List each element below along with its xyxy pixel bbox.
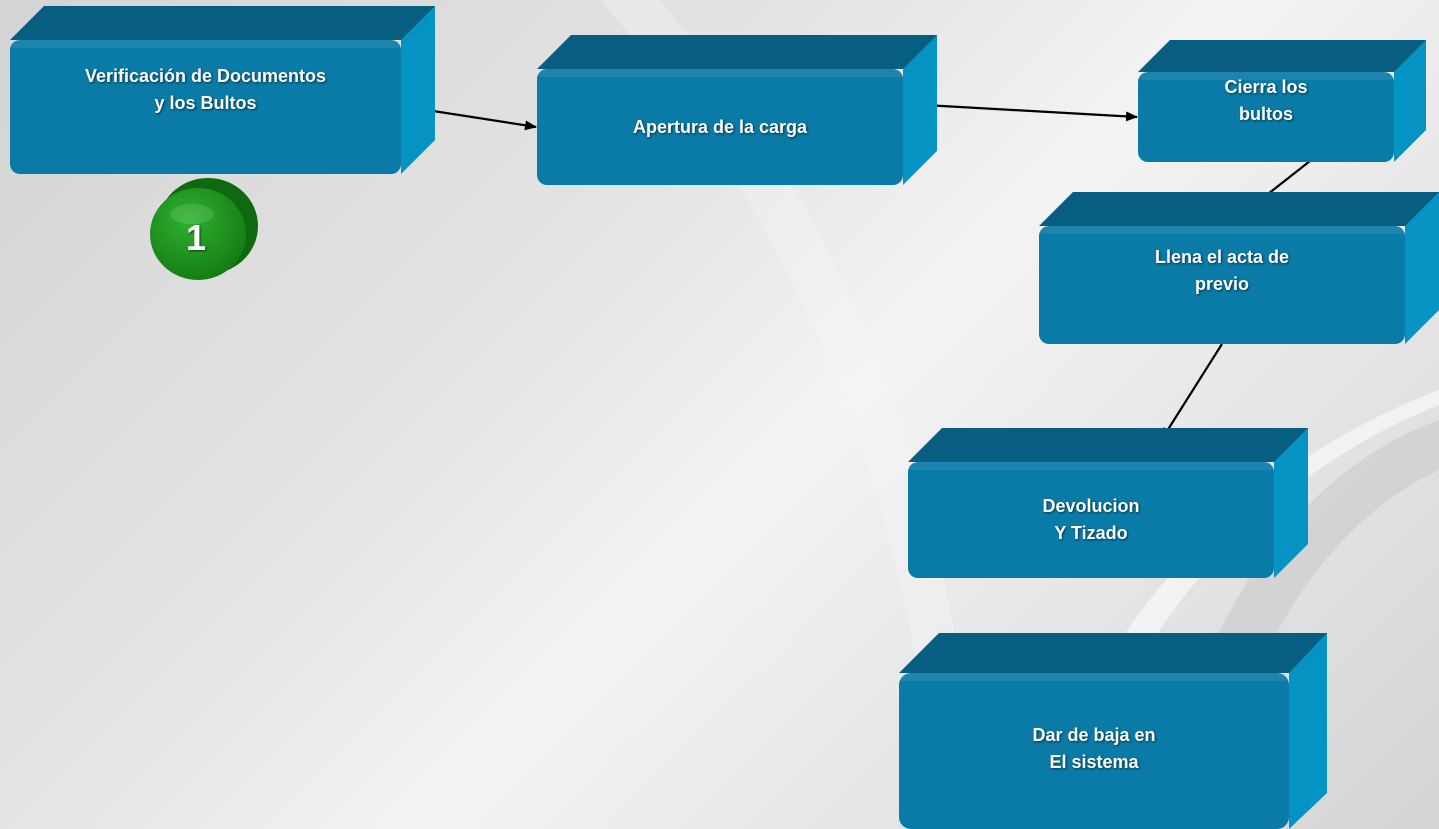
step-box-verificacion: Verificación de Documentos y los Bultos bbox=[10, 6, 435, 176]
step-label: Dar de baja en El sistema bbox=[1032, 725, 1156, 772]
step-box-devolucion: Devolucion Y Tizado bbox=[908, 428, 1308, 578]
step-label: Verificación de Documentos y los Bultos bbox=[84, 66, 327, 113]
box-shape bbox=[899, 633, 1327, 829]
step-label: Devolucion Y Tizado bbox=[1042, 496, 1140, 543]
step-box-apertura: Apertura de la carga bbox=[537, 35, 937, 185]
box-shape bbox=[537, 35, 937, 185]
box-shape bbox=[908, 428, 1308, 578]
step-box-llena: Llena el acta de previo bbox=[1039, 192, 1439, 344]
box-shape bbox=[10, 6, 435, 174]
step-label: Apertura de la carga bbox=[632, 116, 808, 137]
step-box-baja: Dar de baja en El sistema bbox=[899, 633, 1327, 829]
step-box-cierra: Cierra los bultos bbox=[1138, 40, 1426, 162]
box-shape bbox=[1039, 192, 1439, 344]
step-label: Llena el acta de previo bbox=[1154, 247, 1290, 294]
box-shape bbox=[1138, 40, 1426, 162]
arrow-llena-to-devolucion bbox=[1161, 343, 1223, 440]
step-label: Cierra los bultos bbox=[1224, 77, 1308, 124]
marker-shape bbox=[150, 178, 258, 280]
step-number-marker: 1 bbox=[148, 170, 258, 280]
arrow-apertura-to-cierra bbox=[906, 102, 1138, 122]
marker-number: 1 bbox=[185, 217, 207, 258]
